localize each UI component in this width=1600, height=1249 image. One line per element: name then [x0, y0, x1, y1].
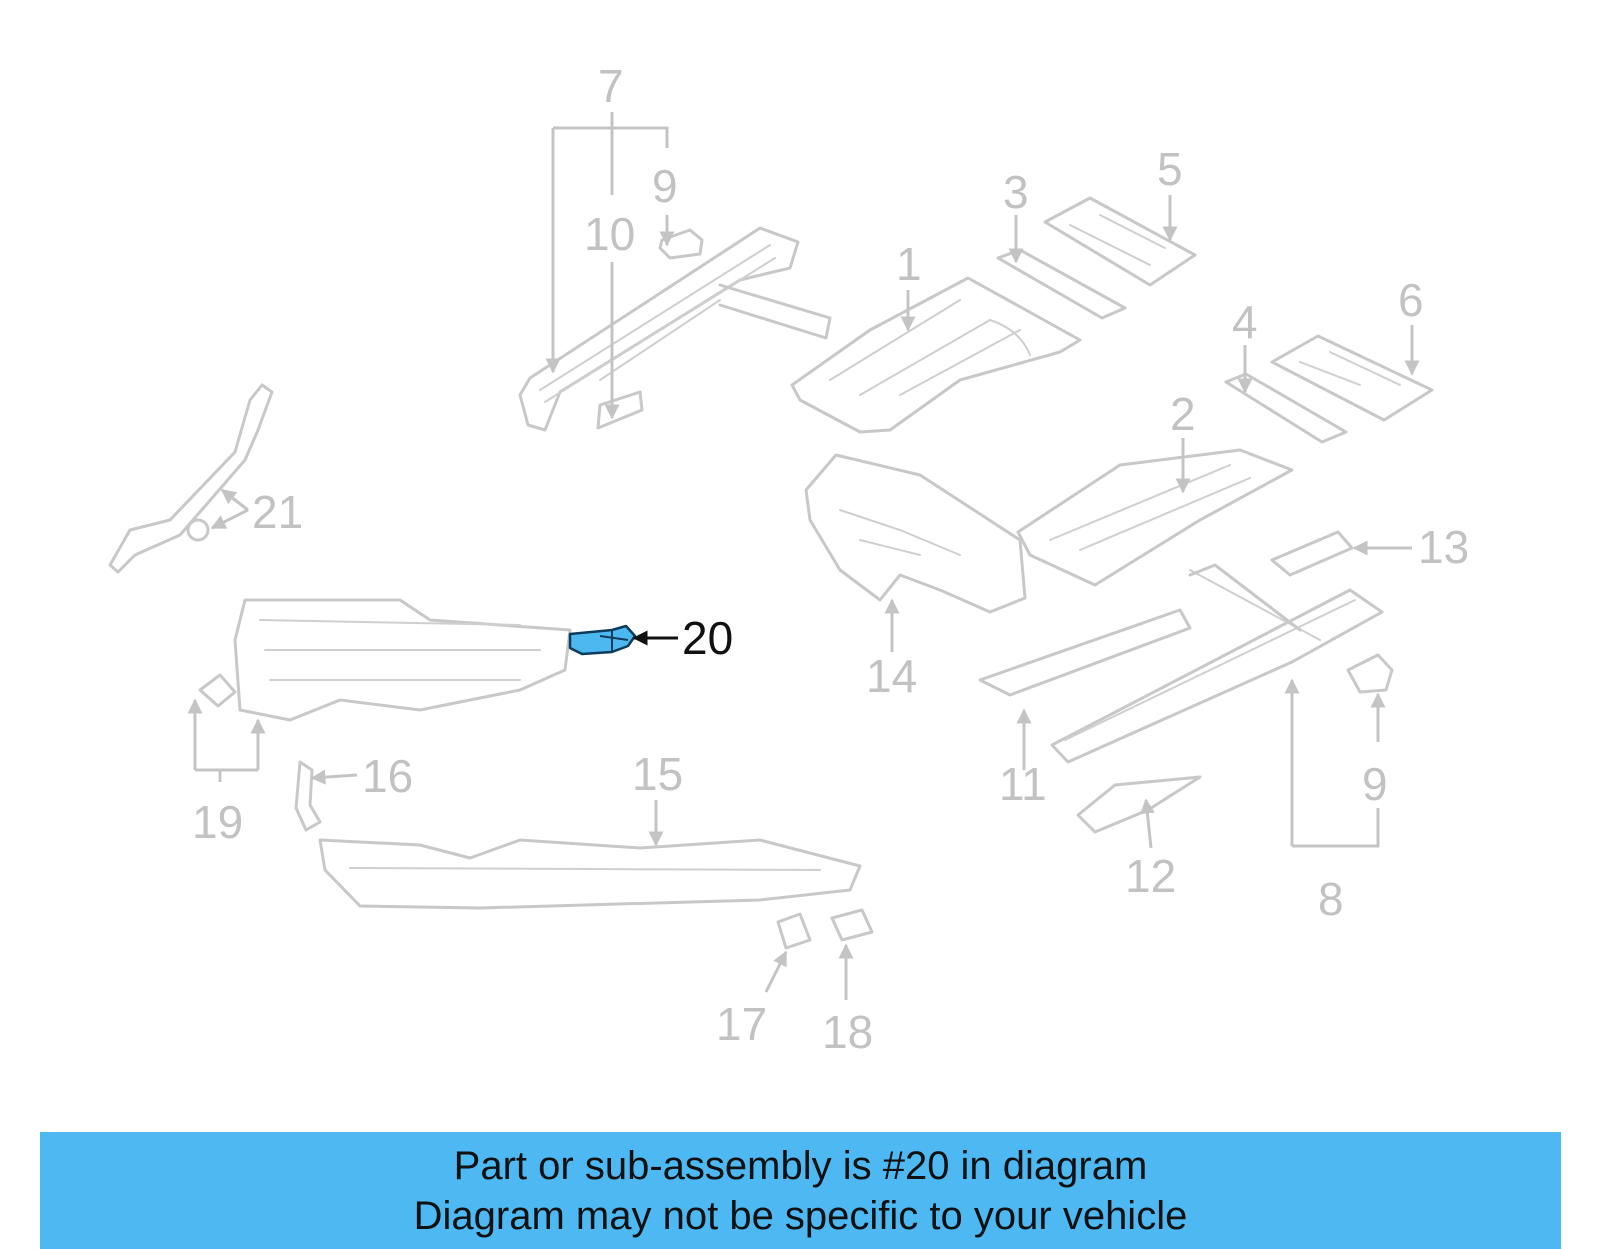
- callout-3: 3: [1003, 166, 1029, 218]
- callout-9-top: 9: [652, 160, 678, 212]
- info-banner: Part or sub-assembly is #20 in diagram D…: [40, 1132, 1561, 1249]
- part-7-front-rail: [518, 226, 832, 432]
- callout-12: 12: [1125, 850, 1176, 902]
- parts-diagram-svg: 7 9 10 1 3 5 4 6 2 13 14 11 12 9 8 21 20…: [108, 60, 1469, 1058]
- banner-line-disclaimer: Diagram may not be specific to your vehi…: [413, 1193, 1188, 1238]
- part-2-rear-floor: [1016, 448, 1294, 587]
- part-6-panel: [1270, 334, 1434, 422]
- callout-1: 1: [896, 238, 922, 290]
- part-1-floor-pan: [790, 276, 1082, 434]
- callout-2: 2: [1170, 388, 1196, 440]
- part-9-bracket-right: [1346, 653, 1394, 694]
- part-8-rear-rail: [1050, 563, 1384, 764]
- part-15-shield: [318, 838, 862, 910]
- part-13-bracket: [1270, 530, 1354, 577]
- part-14-tunnel: [804, 453, 1027, 614]
- callout-8: 8: [1318, 873, 1344, 925]
- callout-17: 17: [716, 998, 767, 1050]
- parts-diagram: 7 9 10 1 3 5 4 6 2 13 14 11 12 9 8 21 20…: [108, 60, 1469, 1058]
- part-17-clip: [776, 912, 812, 950]
- leader-lines: [187, 112, 1420, 1000]
- callout-21: 21: [252, 486, 303, 538]
- callout-14: 14: [866, 650, 917, 702]
- part-19-shield: [198, 598, 572, 722]
- part-12-bracket: [1076, 775, 1202, 834]
- callout-7: 7: [598, 60, 624, 112]
- part-9-bracket-top: [658, 228, 704, 260]
- callout-9-right: 9: [1362, 758, 1388, 810]
- callout-15: 15: [632, 748, 683, 800]
- callout-11: 11: [999, 758, 1047, 810]
- part-4-crossmember: [1224, 372, 1348, 444]
- callout-6: 6: [1398, 274, 1424, 326]
- callout-19: 19: [192, 796, 243, 848]
- callout-5: 5: [1157, 143, 1183, 195]
- callout-18: 18: [822, 1006, 873, 1058]
- callout-13: 13: [1418, 521, 1469, 573]
- callout-16: 16: [362, 750, 413, 802]
- callout-10: 10: [584, 208, 635, 260]
- part-21-brace: [108, 383, 274, 574]
- banner-line-part-number: Part or sub-assembly is #20 in diagram: [453, 1143, 1148, 1188]
- part-18-clip: [830, 908, 874, 942]
- part-11-rail: [978, 608, 1192, 697]
- part-5-panel: [1043, 196, 1197, 287]
- part-20-highlighted[interactable]: [568, 624, 637, 656]
- callout-labels: 7 9 10 1 3 5 4 6 2 13 14 11 12 9 8 21 20…: [192, 60, 1469, 1058]
- part-16-bracket: [294, 760, 322, 832]
- callout-4: 4: [1232, 296, 1258, 348]
- callout-20[interactable]: 20: [682, 612, 733, 664]
